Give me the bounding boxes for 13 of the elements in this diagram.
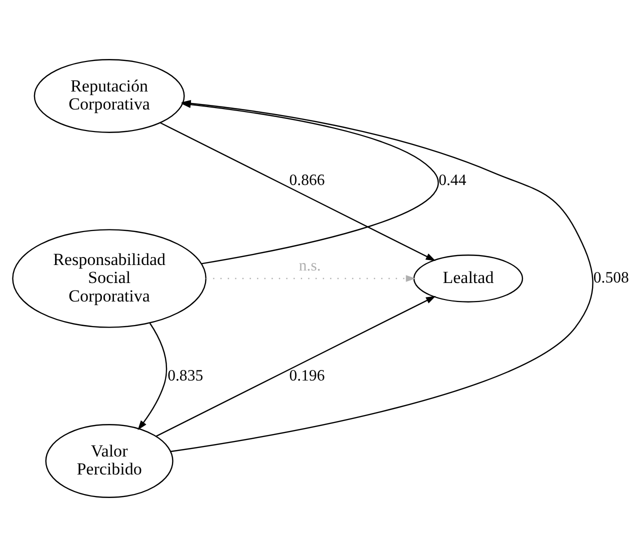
edge-label: 0.835 bbox=[168, 367, 204, 384]
edge-label: 0.44 bbox=[438, 172, 466, 189]
node-ellipse: Reputación Corporativa bbox=[34, 59, 185, 133]
edge-label: 0.508 bbox=[593, 270, 629, 287]
edge-label: 0.196 bbox=[289, 367, 325, 384]
edge-label: n.s. bbox=[298, 257, 321, 274]
arrow bbox=[160, 122, 436, 261]
arrow bbox=[156, 296, 436, 437]
node-ellipse: Valor Percibido bbox=[45, 424, 174, 498]
edge-label: 0.866 bbox=[289, 172, 325, 189]
arrow bbox=[138, 322, 168, 430]
node-ellipse: Responsabilidad Social Corporativa bbox=[12, 229, 207, 328]
arrow bbox=[206, 275, 416, 282]
